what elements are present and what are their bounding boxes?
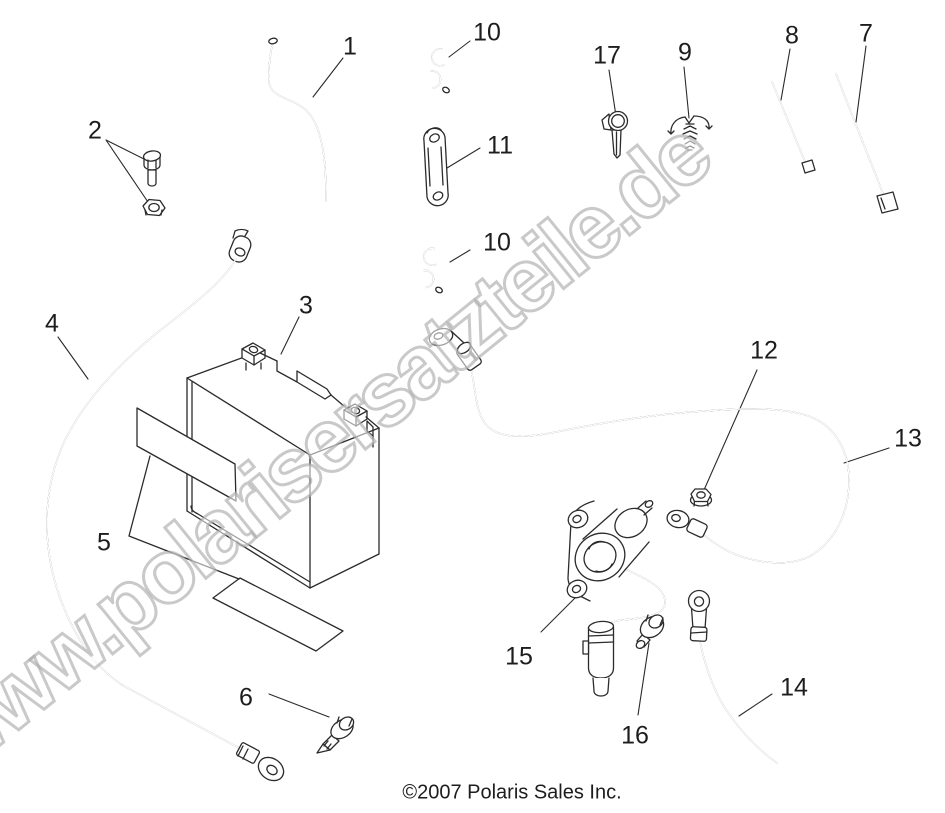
copyright-text: ©2007 Polaris Sales Inc.: [402, 781, 622, 804]
fir-tree-clip-icon: [667, 115, 713, 151]
callout-7: 7: [859, 19, 873, 48]
callout-14: 14: [780, 673, 808, 702]
callout-11: 11: [487, 131, 513, 160]
callout-2: 2: [88, 116, 102, 145]
vent-tube-icon: [268, 37, 327, 202]
looped-cable-icon: [428, 327, 850, 564]
callout-10-lower: 10: [483, 228, 511, 257]
callout-15: 15: [505, 642, 533, 671]
battery-icon: [186, 342, 380, 589]
callout-10-upper: 10: [473, 18, 501, 47]
callout-9: 9: [678, 38, 692, 67]
nut-icon: [142, 198, 166, 217]
callout-17: 17: [593, 41, 621, 70]
callout-5: 5: [97, 528, 111, 557]
callout-16: 16: [621, 721, 649, 750]
bolt-icon: [142, 150, 162, 187]
terminal-link-icon: [423, 127, 449, 207]
callout-6: 6: [239, 683, 253, 712]
long-bolt-icon: [835, 73, 899, 214]
battery-cable-icon: [46, 258, 285, 782]
callout-3: 3: [299, 291, 313, 320]
solenoid-icon: [566, 500, 666, 697]
ground-cable-icon: [687, 589, 778, 764]
flange-bolt-icon: [635, 614, 665, 650]
callout-13: 13: [894, 424, 922, 453]
s-clip-lower-icon: [423, 247, 443, 294]
callout-12: 12: [750, 336, 778, 365]
callout-leader-lines: [57, 40, 890, 718]
callout-1: 1: [343, 32, 357, 61]
s-clip-upper-icon: [430, 48, 450, 94]
flange-nut-icon: [689, 488, 713, 507]
push-rivet-icon: [601, 110, 629, 159]
eyelet-terminal-icon: [228, 228, 252, 263]
callout-8: 8: [785, 21, 799, 50]
hex-bolt-icon: [316, 716, 355, 754]
battery-strap-icon: [128, 407, 344, 652]
callout-4: 4: [45, 309, 59, 338]
short-rod-icon: [771, 81, 816, 174]
